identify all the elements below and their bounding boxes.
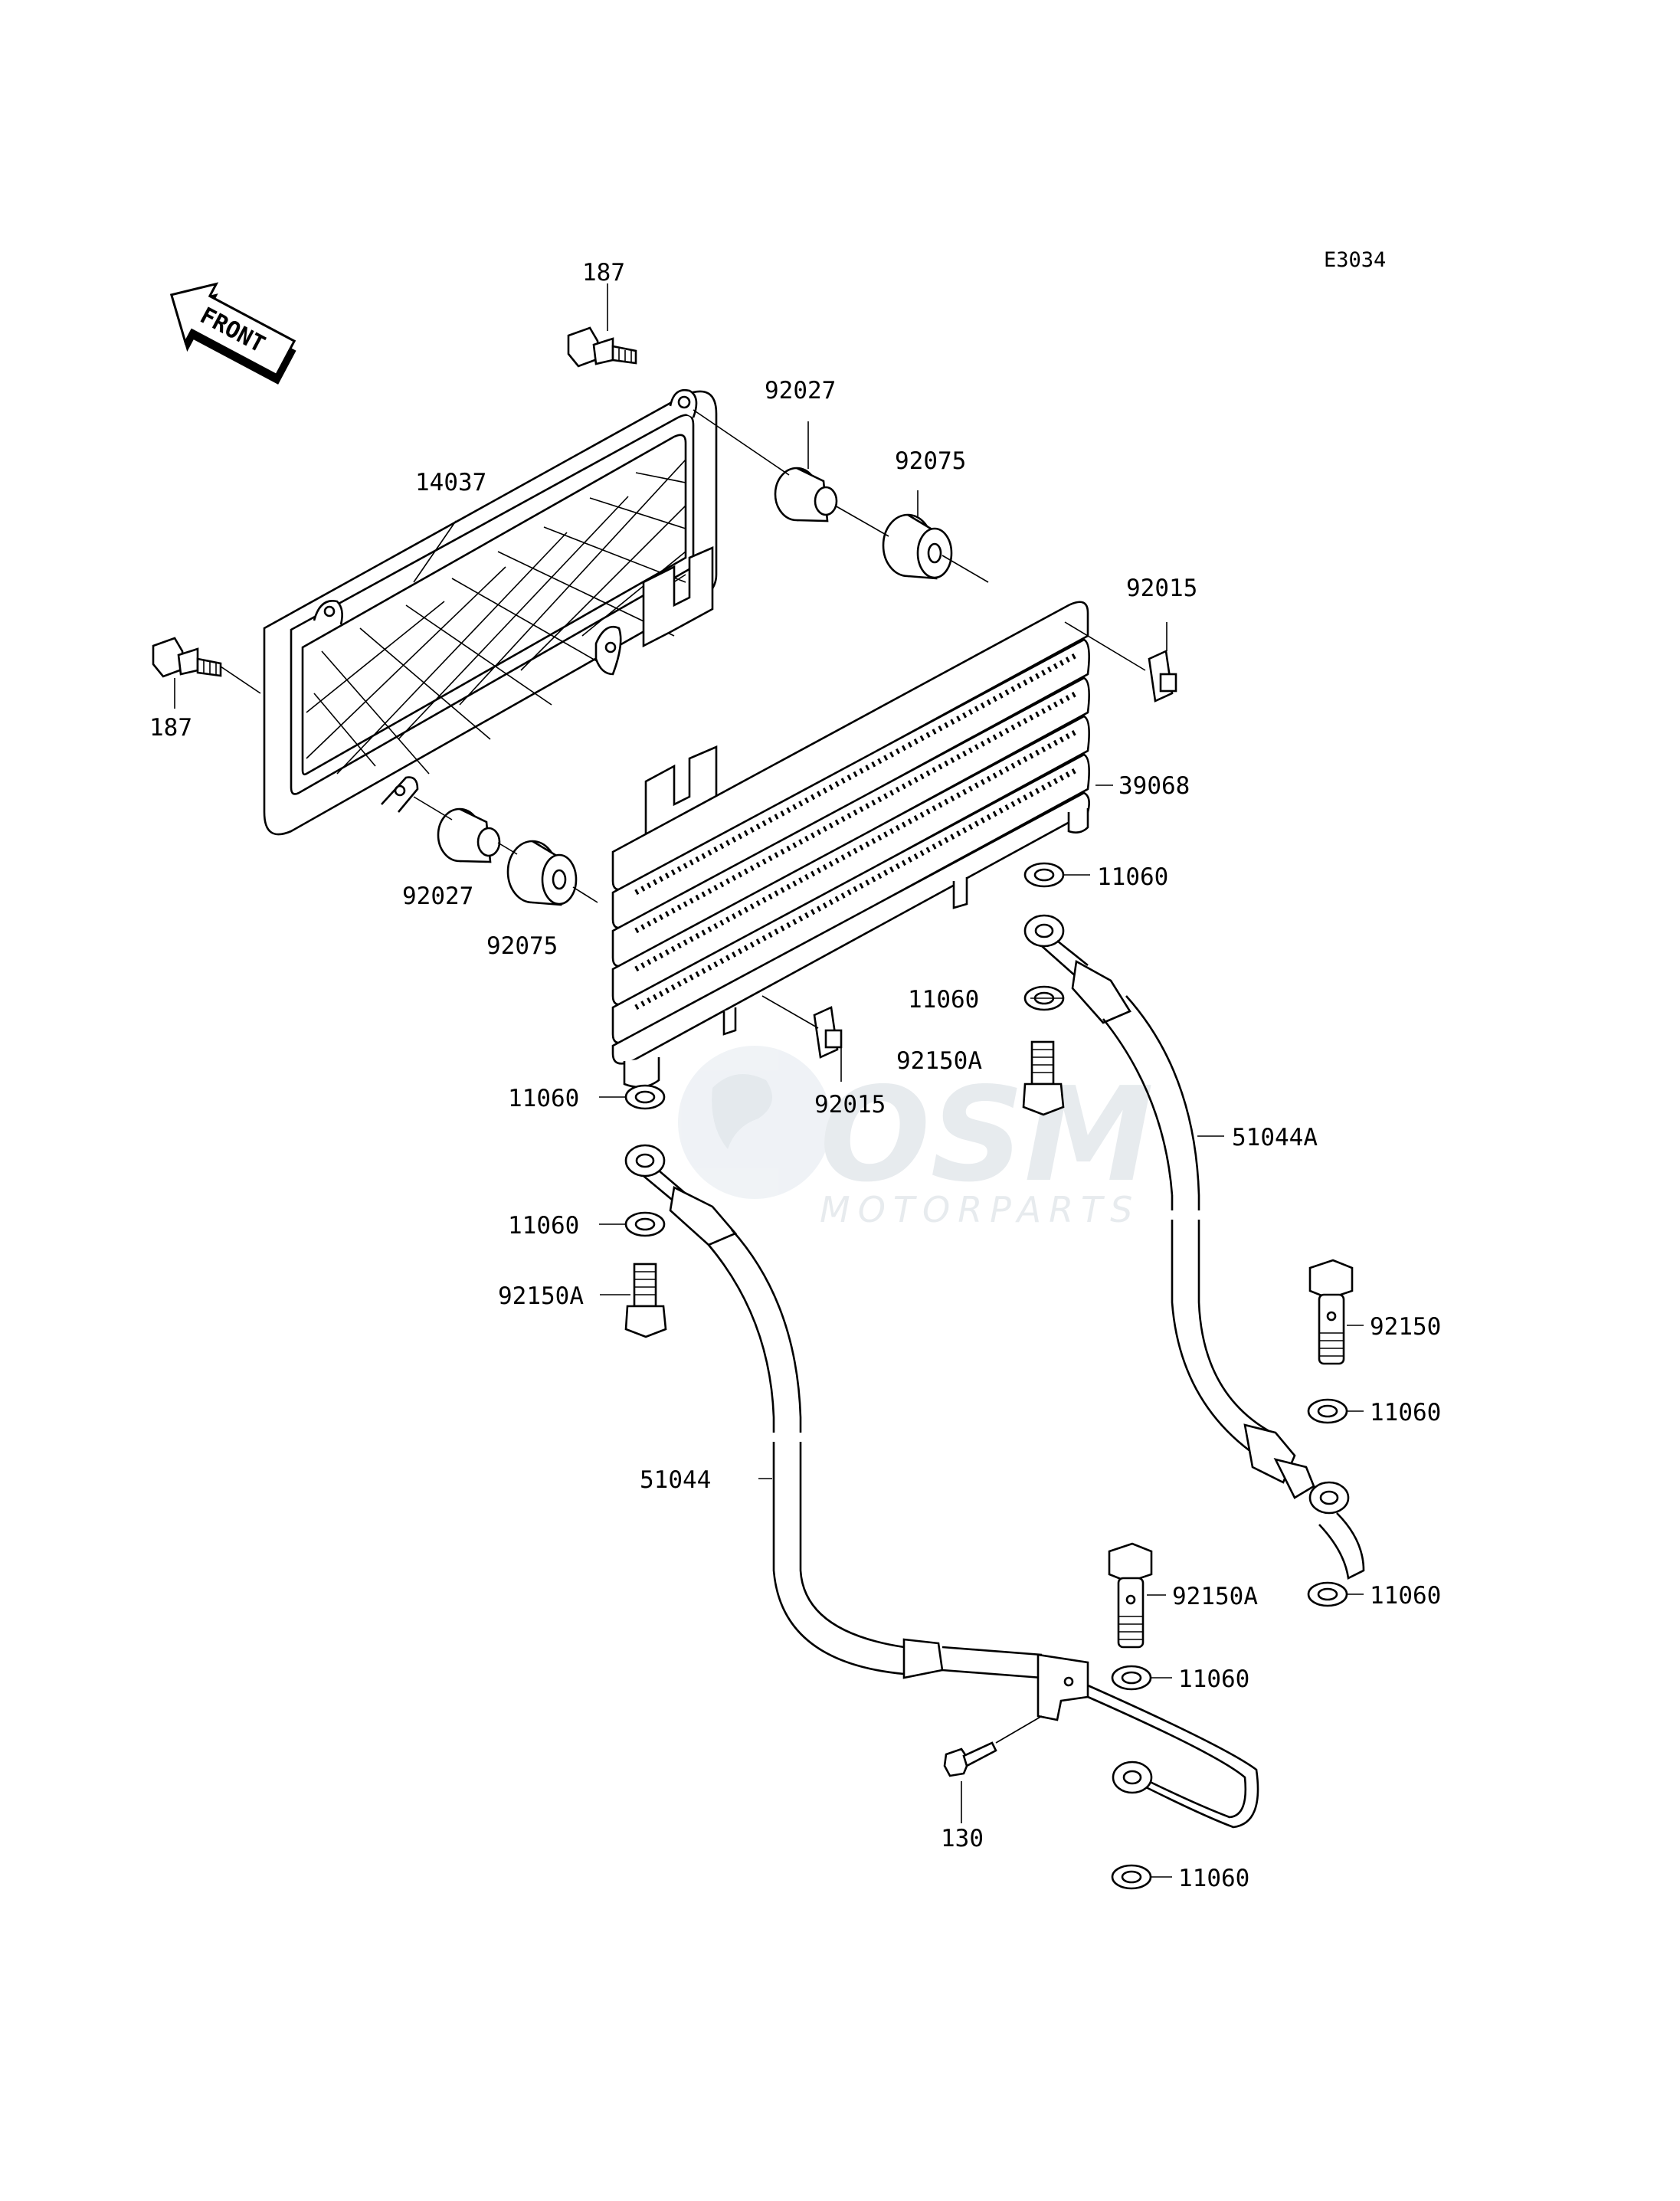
callout-11060-c: 11060 (508, 1085, 579, 1112)
watermark: OSM MOTORPARTS (678, 1046, 1154, 1230)
callout-92015-bottom: 92015 (814, 1091, 886, 1119)
callout-92150: 92150 (1370, 1313, 1441, 1341)
watermark-brand: OSM (820, 1060, 1154, 1211)
callout-92150A-lower: 92150A (1172, 1583, 1258, 1610)
callout-11060-d: 11060 (508, 1212, 579, 1240)
callout-92027-bottom: 92027 (402, 883, 473, 910)
callout-92075-bottom: 92075 (486, 932, 558, 960)
collar-92027-bottom (437, 807, 501, 863)
clip-nut-92015-bottom (813, 1006, 843, 1059)
callout-11060-h: 11060 (1178, 1865, 1249, 1892)
callout-14037: 14037 (415, 469, 486, 496)
callout-11060-g: 11060 (1178, 1665, 1249, 1693)
callout-labels: 187 187 14037 92027 92075 92015 39068 11… (149, 259, 1441, 1892)
oil-hose-51044A (1023, 914, 1365, 1580)
collar-92027-top (774, 467, 838, 522)
callout-92150A-upper: 92150A (896, 1047, 982, 1075)
callout-11060-a: 11060 (1097, 863, 1168, 891)
callout-51044A: 51044A (1232, 1124, 1318, 1151)
oil-cooler-39068 (611, 546, 1090, 1089)
clip-nut-92015-top (1148, 650, 1177, 703)
oil-hose-51044 (624, 1144, 1259, 1829)
banjo-bolt-92150A-upper (1022, 1040, 1065, 1116)
bolt-130 (943, 1741, 997, 1777)
leader-lines (174, 283, 1364, 1878)
banjo-bolt-92150A-lower (1108, 1542, 1153, 1649)
callout-187-top: 187 (582, 259, 625, 287)
callout-39068: 39068 (1118, 772, 1190, 800)
callout-11060-e: 11060 (1370, 1399, 1441, 1426)
callout-51044: 51044 (640, 1466, 711, 1494)
washers-11060 (624, 862, 1348, 1890)
banjo-bolt-92150A-left (624, 1263, 667, 1338)
callout-130: 130 (941, 1825, 984, 1852)
watermark-sub: MOTORPARTS (820, 1189, 1140, 1230)
grommet-92075-top (882, 513, 953, 580)
callout-92075-top: 92075 (895, 447, 966, 475)
grommet-92075-bottom (506, 840, 578, 906)
front-arrow-icon: FRONT (169, 282, 296, 385)
diagram-code: E3034 (1324, 248, 1386, 272)
callout-187-left: 187 (149, 714, 192, 742)
callout-92027-top: 92027 (765, 377, 836, 404)
banjo-bolt-92150 (1308, 1259, 1354, 1365)
callout-11060-b: 11060 (908, 986, 979, 1014)
callout-11060-f: 11060 (1370, 1582, 1441, 1610)
bolt-187-left (152, 637, 222, 678)
callout-92015-top: 92015 (1126, 575, 1197, 602)
callout-92150A-left: 92150A (498, 1282, 584, 1310)
bolt-187-top (567, 326, 637, 368)
